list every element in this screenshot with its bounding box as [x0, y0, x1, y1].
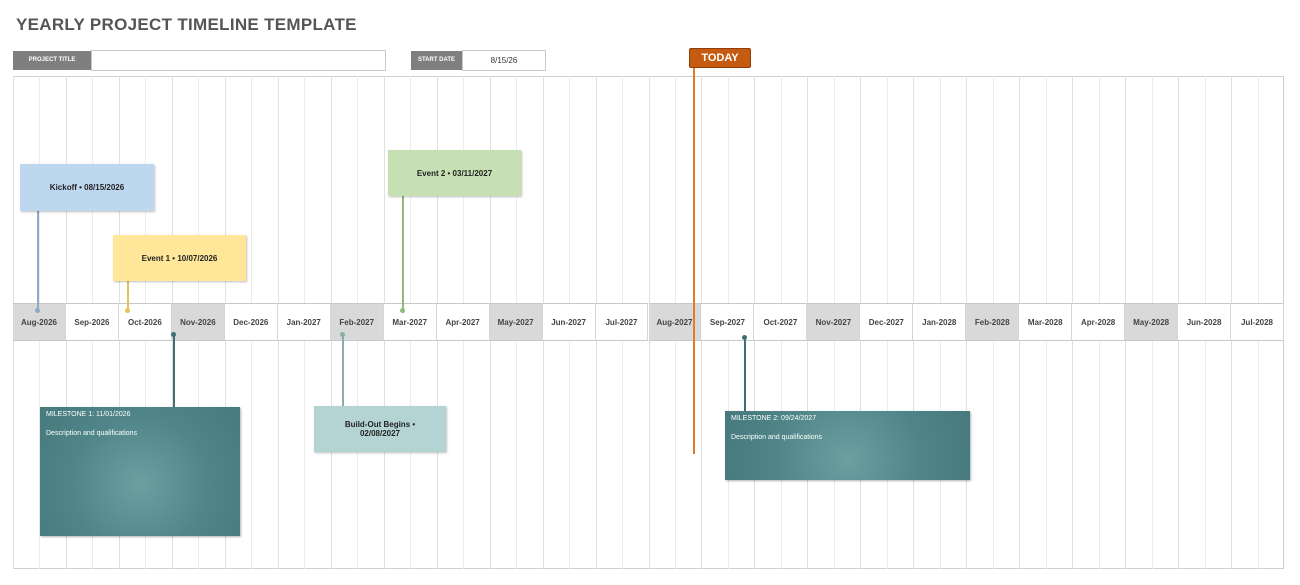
today-marker[interactable]: TODAY [689, 48, 751, 68]
start-date-field[interactable]: 8/15/26 [462, 50, 546, 71]
month-cell: Jan-2027 [277, 303, 331, 341]
event1-stem [127, 280, 129, 313]
month-cell: Feb-2028 [966, 303, 1020, 341]
event-2[interactable]: Event 2 • 03/11/2027 [388, 150, 521, 196]
month-cell: Jul-2027 [595, 303, 649, 341]
milestone1-dot [171, 332, 176, 337]
month-cell: Jul-2028 [1231, 303, 1284, 341]
month-cell: May-2027 [489, 303, 543, 341]
start-date-label: START DATE [411, 51, 462, 70]
month-cell: Oct-2027 [754, 303, 808, 341]
page-title: YEARLY PROJECT TIMELINE TEMPLATE [16, 15, 357, 34]
month-cell: Jun-2028 [1178, 303, 1232, 341]
event-1[interactable]: Event 1 • 10/07/2026 [113, 235, 246, 281]
buildout-stem [342, 335, 344, 407]
milestone2-description: Description and qualifications [731, 434, 823, 441]
month-cell: Apr-2027 [436, 303, 490, 341]
month-cell: Sep-2027 [701, 303, 755, 341]
month-cell: Aug-2026 [13, 303, 66, 341]
today-line [693, 66, 695, 454]
milestone1-stem [173, 335, 175, 408]
milestone-2[interactable]: MILESTONE 2: 09/24/2027 Description and … [725, 411, 970, 480]
month-cell: Aug-2027 [648, 303, 702, 341]
month-cell: Dec-2027 [860, 303, 914, 341]
milestone2-stem [744, 338, 746, 411]
month-cell: Jun-2027 [542, 303, 596, 341]
month-cell: Nov-2026 [171, 303, 225, 341]
month-cell: May-2028 [1125, 303, 1179, 341]
month-cell: Mar-2028 [1019, 303, 1073, 341]
kickoff-dot [35, 308, 40, 313]
kickoff-stem [37, 210, 39, 313]
milestone1-title: MILESTONE 1: 11/01/2026 [46, 411, 131, 418]
month-cell: Apr-2028 [1072, 303, 1126, 341]
month-cell: Feb-2027 [330, 303, 384, 341]
event-buildout[interactable]: Build-Out Begins • 02/08/2027 [314, 406, 446, 452]
milestone1-description: Description and qualifications [46, 430, 138, 437]
month-cell: Dec-2026 [224, 303, 278, 341]
month-cell: Nov-2027 [807, 303, 861, 341]
event-kickoff[interactable]: Kickoff • 08/15/2026 [20, 164, 154, 211]
month-cell: Mar-2027 [383, 303, 437, 341]
buildout-dot [340, 332, 345, 337]
milestone-1[interactable]: MILESTONE 1: 11/01/2026 Description and … [40, 407, 240, 536]
event2-stem [402, 195, 404, 313]
month-cell: Jan-2028 [913, 303, 967, 341]
project-title-label: PROJECT TITLE [13, 51, 91, 70]
milestone2-title: MILESTONE 2: 09/24/2027 [731, 415, 817, 422]
milestone2-dot [742, 335, 747, 340]
event2-dot [400, 308, 405, 313]
month-cell: Sep-2026 [65, 303, 119, 341]
event1-dot [125, 308, 130, 313]
project-title-field[interactable] [91, 50, 386, 71]
